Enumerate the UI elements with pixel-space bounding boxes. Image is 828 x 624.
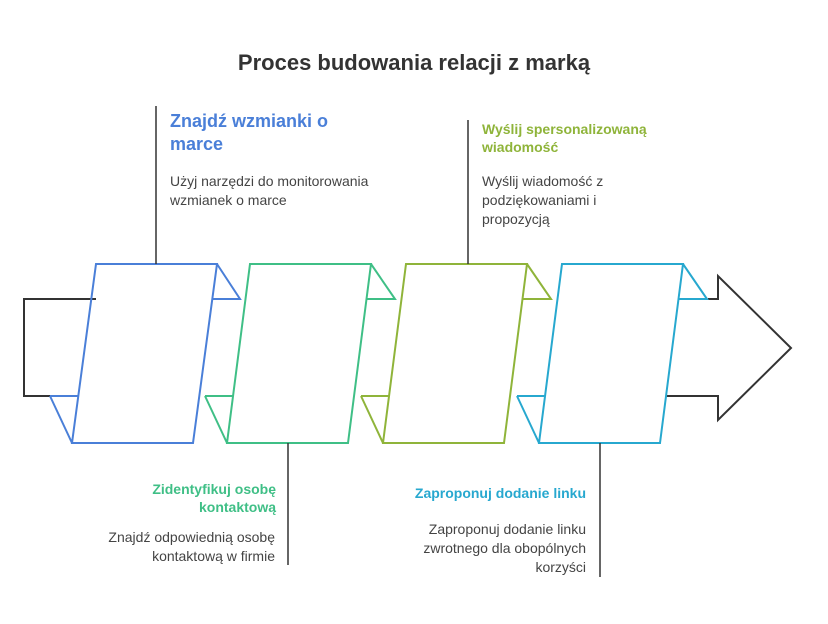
step-2-description: Znajdź odpowiednią osobę kontaktową w fi… — [108, 529, 275, 564]
step-3-description: Wyślij wiadomość z podziękowaniami i pro… — [482, 173, 604, 227]
step-1-description: Użyj narzędzi do monitorowania wzmianek … — [170, 173, 369, 208]
step-2-panel — [204, 263, 397, 444]
step-2-title: Zidentyfikuj osobę kontaktową — [152, 481, 276, 515]
arrow-head — [666, 273, 793, 423]
arrow-outline — [23, 298, 96, 397]
step-4-title: Zaproponuj dodanie linku — [414, 485, 586, 501]
step-1-title: Znajdź wzmianki o marce — [170, 111, 329, 154]
step-4-description: Zaproponuj dodanie linku zwrotnego dla o… — [423, 521, 586, 575]
step-3-title: Wyślij spersonalizowaną wiadomość — [482, 121, 647, 155]
step-4-panel — [516, 263, 709, 444]
step-1-panel — [49, 263, 242, 444]
page-title: Proces budowania relacji z marką — [237, 50, 591, 75]
step-3-panel — [360, 263, 553, 444]
